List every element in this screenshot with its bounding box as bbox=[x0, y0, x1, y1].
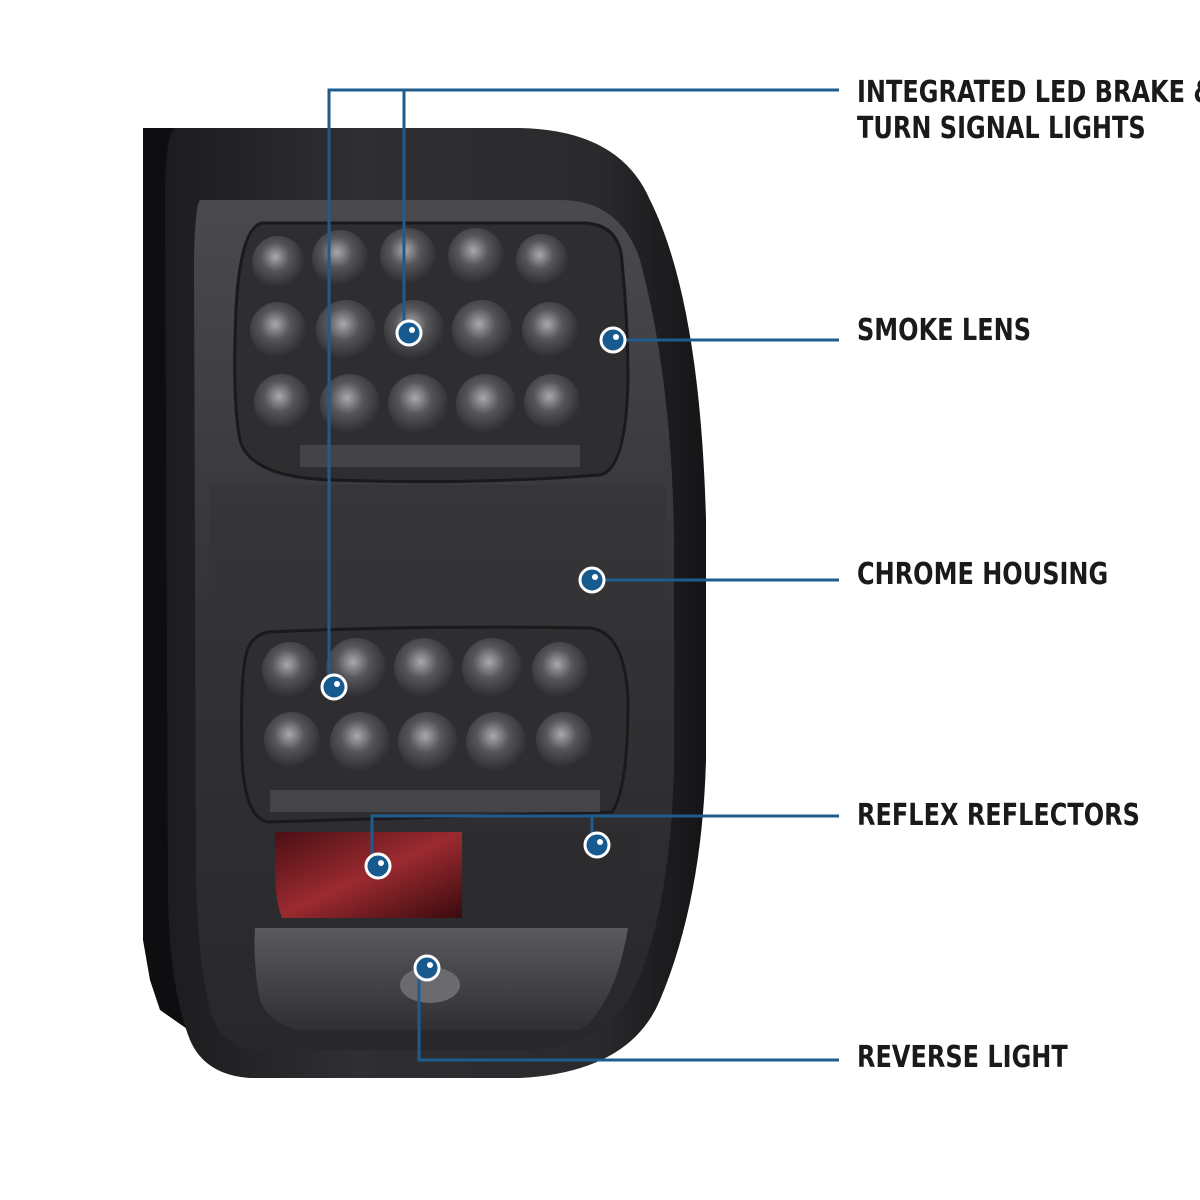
label-integrated-led: INTEGRATED LED BRAKE & TURN SIGNAL LIGHT… bbox=[857, 75, 1200, 147]
callout-dot-led-upper bbox=[395, 319, 423, 347]
label-integrated-led-line-1: INTEGRATED LED BRAKE & bbox=[857, 75, 1200, 110]
label-integrated-led-line-2: TURN SIGNAL LIGHTS bbox=[857, 111, 1146, 146]
lower-led-array bbox=[262, 638, 600, 812]
callout-line-reverse bbox=[417, 968, 839, 1062]
label-chrome-housing: CHROME HOUSING bbox=[857, 557, 1109, 592]
callout-dot-reflex-left bbox=[364, 852, 392, 880]
chrome-housing-band bbox=[210, 485, 665, 615]
callout-dot-chrome bbox=[578, 566, 606, 594]
label-reverse-light: REVERSE LIGHT bbox=[857, 1040, 1068, 1075]
callout-dots bbox=[320, 319, 627, 982]
callout-dot-smoke bbox=[599, 326, 627, 354]
callout-dot-reverse bbox=[413, 954, 441, 982]
reflex-reflector-smoke bbox=[462, 832, 642, 918]
label-reflex-reflectors: REFLEX REFLECTORS bbox=[857, 798, 1140, 833]
callout-line-led-lower bbox=[327, 88, 839, 687]
reverse-light-bulb bbox=[400, 967, 460, 1003]
callout-dot-reflex-right bbox=[583, 831, 611, 859]
callout-line-reflex-left bbox=[370, 814, 839, 866]
callout-dot-led-lower bbox=[320, 673, 348, 701]
upper-led-array bbox=[250, 228, 580, 467]
label-smoke-lens: SMOKE LENS bbox=[857, 313, 1031, 348]
